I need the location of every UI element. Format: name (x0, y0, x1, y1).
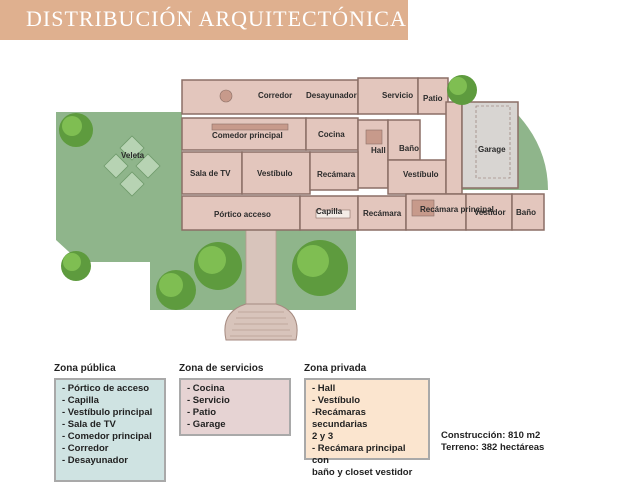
legend-item: - Vestíbulo principal (62, 407, 153, 418)
stat-construccion: Construcción: 810 m2 (441, 430, 541, 441)
room-hall: Hall (371, 146, 386, 155)
legend-zona-privada-box: - Hall - Vestíbulo -Recámaras secundaria… (304, 378, 430, 478)
veleta-pattern (103, 135, 161, 197)
walkway (245, 229, 277, 309)
stat-terreno: Terreno: 382 hectáreas (441, 442, 545, 453)
room-recamara-principal-label: Recámara principal (420, 205, 494, 214)
room-recamara-1: Recámara (317, 170, 356, 179)
building (181, 77, 545, 231)
legend-zona-servicios: Zona de servicios - Cocina - Servicio - … (179, 363, 291, 436)
legend-zona-servicios-box: - Cocina - Servicio - Patio - Garage (179, 378, 291, 436)
legend-item: 2 y 3 (312, 431, 334, 442)
legend-zona-privada-title: Zona privada (304, 363, 367, 374)
room-sala-tv: Sala de TV (190, 169, 231, 178)
room-corredor: Corredor (258, 91, 292, 100)
legend-item: - Recámara principal con (312, 443, 406, 466)
room-patio: Patio (423, 94, 443, 103)
room-bano-1: Baño (399, 144, 419, 153)
legend-zona-privada: Zona privada - Hall - Vestíbulo -Recámar… (304, 363, 430, 478)
legend-item: - Servicio (187, 395, 230, 406)
legend-item: - Capilla (62, 395, 99, 406)
legend-item: - Desayunador (62, 455, 128, 466)
stair-steps (230, 311, 292, 337)
legend-item: baño y closet vestidor (312, 467, 413, 478)
legend-zona-publica: Zona pública - Pórtico de acceso - Capil… (54, 363, 166, 482)
room-servicio: Servicio (382, 91, 413, 100)
legend-item: - Corredor (62, 443, 109, 454)
room-desayunador: Desayunador (306, 91, 357, 100)
legend-item: - Pórtico de acceso (62, 383, 150, 394)
room-cocina: Cocina (318, 130, 345, 139)
entry-stairs (224, 303, 298, 341)
trees (59, 75, 477, 310)
room-portico: Pórtico acceso (214, 210, 271, 219)
legend-item: - Cocina (187, 383, 225, 394)
legend-zona-servicios-title: Zona de servicios (179, 363, 264, 374)
room-recamara-principal: Recámara principal (420, 205, 494, 214)
legend-item: - Sala de TV (62, 419, 116, 430)
legend-item: -Recámaras secundarias (312, 407, 368, 430)
label-veleta: Veleta (121, 151, 145, 160)
title-bar: DISTRIBUCIÓN ARQUITECTÓNICA (0, 0, 408, 40)
legend-item: - Comedor principal (62, 431, 152, 442)
room-recamara-2: Recámara (363, 209, 402, 218)
room-vestidor: Vestidor (474, 208, 506, 217)
room-capilla: Capilla (316, 207, 343, 216)
room-comedor: Comedor principal (212, 131, 283, 140)
stats: Construcción: 810 m2 Terreno: 382 hectár… (441, 430, 544, 454)
room-bano-2: Baño (516, 208, 536, 217)
room-garage: Garage (478, 145, 506, 154)
page-title: DISTRIBUCIÓN ARQUITECTÓNICA (26, 6, 407, 31)
floor-plan: Corredor Desayunador Servicio Patio Come… (56, 75, 548, 341)
room-vestibulo-1: Vestíbulo (257, 169, 293, 178)
legend-item: - Hall (312, 383, 336, 394)
legend-zona-publica-box: - Pórtico de acceso - Capilla - Vestíbul… (54, 378, 166, 482)
left-lawn (56, 112, 182, 262)
legend-item: - Patio (187, 407, 217, 418)
furniture (211, 89, 511, 219)
legend-zona-publica-title: Zona pública (54, 363, 116, 374)
room-vestibulo-2: Vestíbulo (403, 170, 439, 179)
legend-item: - Vestíbulo (312, 395, 361, 406)
legend-item: - Garage (187, 419, 226, 430)
